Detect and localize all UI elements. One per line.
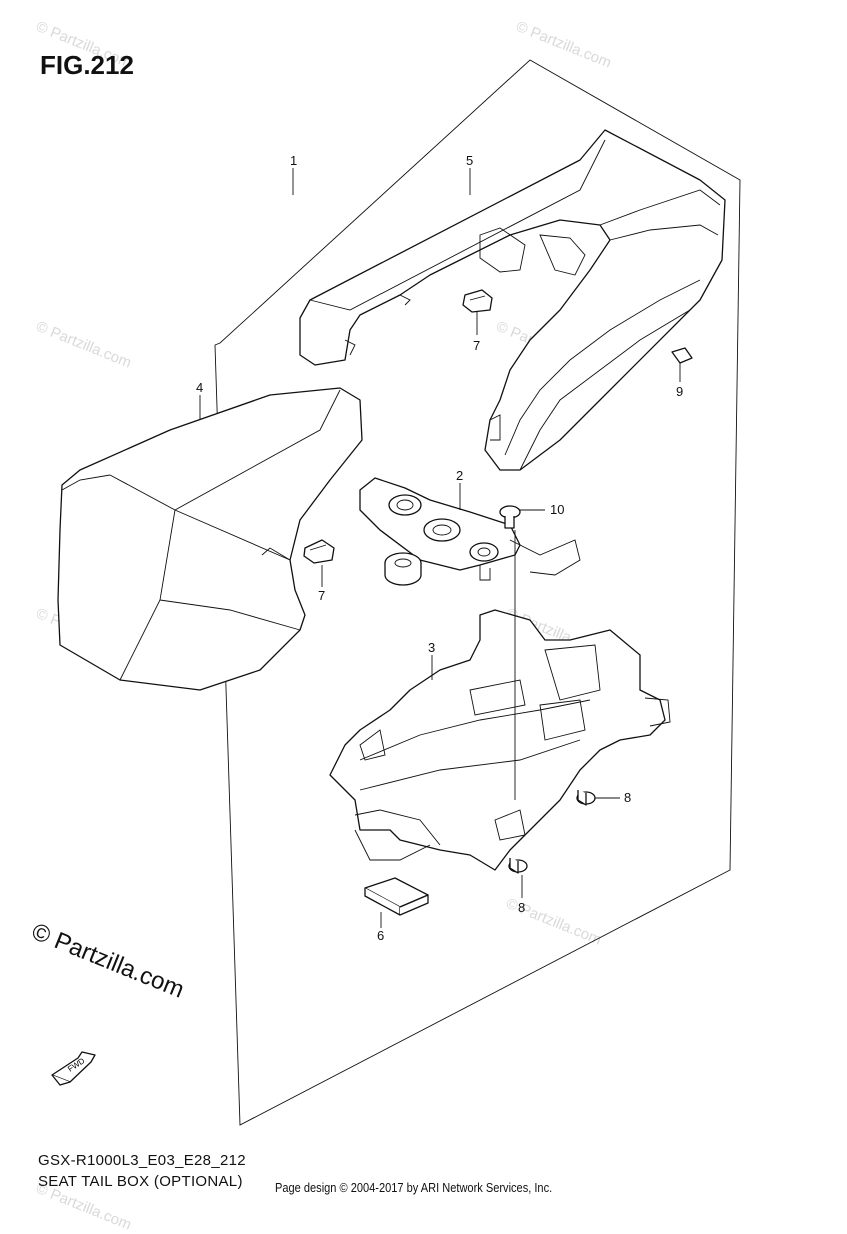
part-9-pad (671, 347, 693, 364)
callout-6: 6 (377, 928, 384, 943)
part-2-base-plate (359, 477, 581, 586)
callout-3: 3 (428, 640, 435, 655)
part-7-clip-lower (303, 539, 335, 564)
part-4-seat-cover (57, 387, 363, 691)
callout-2: 2 (456, 468, 463, 483)
figure-title: FIG.212 (40, 50, 134, 80)
model-code: GSX-R1000L3_E03_E28_212 (38, 1152, 246, 1169)
callout-7-upper: 7 (473, 338, 480, 353)
leader-lines (199, 168, 681, 928)
part-10-screw (499, 505, 521, 529)
part-7-clip-upper (462, 289, 493, 313)
callout-8-upper: 8 (624, 790, 631, 805)
fwd-arrow-icon: FWD (51, 1051, 96, 1086)
callout-7-lower: 7 (318, 588, 325, 603)
parts-diagram: FWD 1 2 3 4 5 6 7 7 8 8 9 10 (51, 59, 741, 1126)
part-8-bolt-upper (576, 790, 596, 806)
callout-10: 10 (550, 502, 564, 517)
part-6-pad-block (364, 877, 429, 916)
part-8-bolt-lower (508, 858, 528, 874)
section-title: SEAT TAIL BOX (OPTIONAL) (38, 1173, 243, 1190)
callout-1: 1 (290, 153, 297, 168)
page-credit: Page design © 2004-2017 by ARI Network S… (275, 1180, 553, 1195)
assembly-frame (214, 59, 741, 1126)
callout-9: 9 (676, 384, 683, 399)
part-3-bracket-frame (329, 609, 671, 871)
callout-5: 5 (466, 153, 473, 168)
part-5-tail-cowl (299, 129, 726, 471)
callout-8-lower: 8 (518, 900, 525, 915)
callout-4: 4 (196, 380, 203, 395)
